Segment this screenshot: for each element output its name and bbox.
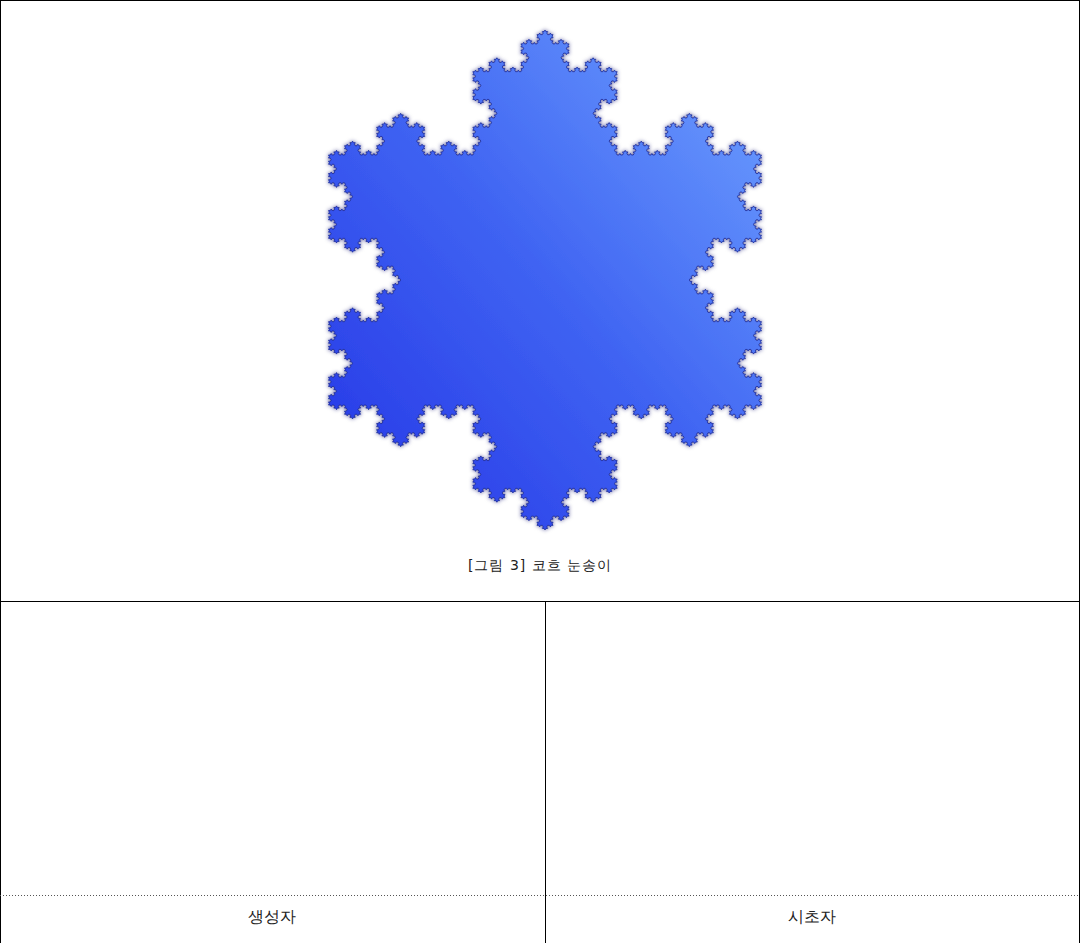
koch-snowflake (328, 30, 761, 530)
table-cell-label: 시초자 (788, 907, 836, 928)
table-border (0, 601, 1080, 602)
dotted-divider (0, 895, 1080, 896)
table-cell-label: 생성자 (248, 907, 296, 928)
table-border (545, 601, 546, 943)
table-border (0, 0, 1, 943)
table-border (0, 0, 1080, 1)
figure-caption: [그림 3] 코흐 눈송이 (468, 557, 612, 575)
table-border (1079, 0, 1080, 943)
